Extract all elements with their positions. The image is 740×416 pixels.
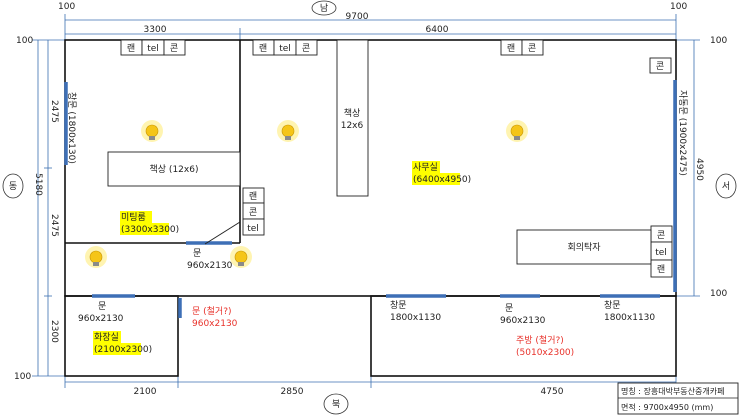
openings (64, 80, 677, 318)
desk-meeting: 책상 (12x6) (107, 151, 241, 187)
outlet-con: 콘 (249, 207, 257, 218)
bulb-icon (85, 246, 107, 268)
bulb-icon (230, 246, 252, 268)
outlet-lan: 랜 (657, 264, 665, 275)
outlet-tel: tel (147, 44, 159, 54)
toilet-door-label: 문 (98, 301, 106, 312)
dim-right-top: 100 (710, 36, 727, 46)
room-toilet-label: 화장실 (2100x2300) (93, 331, 152, 355)
outlet-con: 콘 (302, 43, 310, 54)
bulb-icon (277, 120, 299, 142)
info-box: 명칭 : 장흥대박부동산중개카페 면적 : 9700x4950 (mm) (617, 382, 739, 415)
compass-north: 북 (323, 393, 349, 415)
outlet-tel: tel (279, 44, 291, 54)
bottom-window-2-label: 창문 (604, 300, 621, 311)
dim-bottom-a: 2100 (134, 387, 157, 397)
dim-bottom-c: 4750 (541, 387, 564, 397)
bulb-icon (506, 120, 528, 142)
dim-right-bottom: 100 (710, 289, 727, 299)
desk-label: 책상 (12x6) (150, 163, 199, 175)
outlet-tel: tel (247, 224, 259, 234)
walls (64, 39, 677, 377)
right-auto-door-label: 자동문 (1900x2475) (677, 90, 688, 176)
dim-left-bottom: 100 (14, 372, 31, 382)
dim-top-left: 100 (58, 2, 75, 12)
outlet-con: 콘 (528, 43, 536, 54)
outlets-office-top-left: 랜 tel 콘 (252, 39, 318, 56)
outlet-con: 콘 (657, 230, 665, 241)
outlet-lan: 랜 (507, 43, 515, 54)
outlets-meeting-top: 랜 tel 콘 (120, 39, 186, 56)
shelf-label: 책상 (344, 107, 361, 119)
outlet-office-right-top: 콘 (649, 57, 672, 74)
outlet-con: 콘 (170, 43, 178, 54)
outlet-lan: 랜 (249, 191, 257, 202)
compass-south-label: 남 (320, 3, 328, 14)
dim-left-a: 2475 (49, 100, 59, 123)
outlet-lan: 랜 (127, 43, 135, 54)
room-kitchen-label: 주방 (철거?) (5010x2300) (516, 335, 574, 358)
bottom-window-1-label: 창문 (390, 300, 407, 311)
dim-right-a: 4950 (694, 158, 704, 181)
room-office-label: 사무실 (6400x4950) (412, 161, 471, 185)
outlets-center-column: 랜 콘 tel (242, 187, 265, 236)
outlet-tel: tel (655, 248, 667, 258)
dim-top-b: 6400 (426, 25, 449, 35)
compass-east: 동 (2, 173, 24, 199)
compass-west: 서 (715, 173, 737, 199)
dim-bottom-b: 2850 (281, 387, 304, 397)
outlet-con: 콘 (656, 61, 664, 72)
shelf-size: 12x6 (341, 121, 364, 131)
office-name: 사무실 (413, 162, 438, 173)
kitchen-size: (5010x2300) (516, 348, 574, 358)
info-area: 면적 : 9700x4950 (mm) (621, 402, 713, 412)
office-size: (6400x4950) (413, 175, 471, 185)
dim-left-top: 100 (16, 36, 33, 46)
removed-door-size: 960x2130 (192, 319, 238, 329)
outlet-lan: 랜 (259, 43, 267, 54)
compass-east-label: 동 (9, 181, 17, 192)
meeting-table: 회의탁자 (516, 229, 652, 265)
compass-south: 남 (311, 0, 337, 16)
dim-left-b: 2475 (49, 214, 59, 237)
meeting-name: 미팅룸 (121, 212, 146, 223)
right-dimensions: 100 100 4950 (676, 36, 727, 299)
dim-top-a: 3300 (144, 25, 167, 35)
outlets-meeting-table: 콘 tel 랜 (650, 225, 673, 278)
shelf-top: 책상 12x6 (336, 39, 369, 197)
compass-north-label: 북 (332, 399, 340, 410)
top-dimensions: 100 100 9700 3300 6400 (58, 2, 687, 40)
compass-west-label: 서 (722, 181, 730, 192)
meeting-door-size: 960x2130 (187, 261, 233, 271)
toilet-name: 화장실 (94, 332, 119, 343)
kitchen-door-size: 960x2130 (500, 316, 546, 326)
light-bulbs (85, 120, 528, 268)
bottom-window-2-size: 1800x1130 (604, 313, 655, 323)
kitchen-door-label: 문 (505, 303, 513, 314)
meeting-door-label: 문 (193, 248, 201, 259)
left-dimensions: 100 100 5180 2475 2475 2300 (14, 36, 66, 382)
meeting-table-label: 회의탁자 (567, 241, 601, 253)
toilet-door-size: 960x2130 (78, 314, 124, 324)
dim-left-total: 5180 (33, 173, 43, 196)
bottom-window-1-size: 1800x1130 (390, 313, 441, 323)
dim-left-c: 2300 (49, 320, 59, 343)
meeting-size: (3300x3300) (121, 225, 179, 235)
bottom-dimensions: 2100 2850 4750 (64, 376, 677, 397)
dim-top-right: 100 (670, 2, 687, 12)
left-window-label: 창문 (1800x130) (66, 92, 77, 164)
outlets-office-top-right: 랜 콘 (500, 39, 544, 56)
room-meeting-label: 미팅룸 (3300x3300) (120, 211, 179, 235)
toilet-size: (2100x2300) (94, 345, 152, 355)
dim-top-total: 9700 (346, 12, 369, 22)
removed-door-label: 문 (철거?) (192, 306, 232, 317)
kitchen-name: 주방 (철거?) (516, 335, 564, 346)
info-name: 명칭 : 장흥대박부동산중개카페 (621, 386, 724, 396)
bulb-icon (141, 120, 163, 142)
